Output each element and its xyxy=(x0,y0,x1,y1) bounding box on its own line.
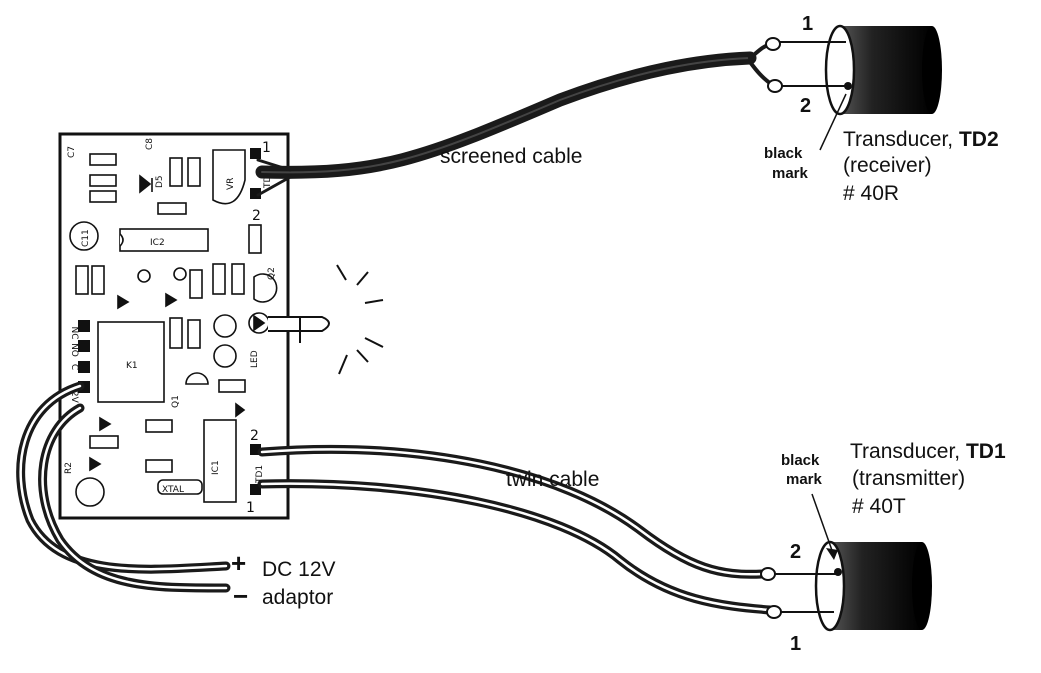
pcb-label: LED xyxy=(250,350,260,368)
pcb-silkscreen: C7 C8 D5 VR IC2 K1 IC1 C11 Q1 LED Q2 R2 … xyxy=(64,138,277,495)
pcb-label: R2 xyxy=(64,462,74,474)
pcb-top-components xyxy=(69,149,278,507)
terminal-label-no: NO xyxy=(69,343,79,357)
pcb-label: VR xyxy=(226,178,236,190)
td1-part: # 40T xyxy=(852,495,906,518)
pcb-label: IC2 xyxy=(150,238,165,248)
td2-title-prefix: Transducer, xyxy=(843,128,959,151)
pcb-label: K1 xyxy=(126,361,138,371)
dc-adaptor-label: adaptor xyxy=(262,586,333,609)
terminal-label-nc: NC xyxy=(69,326,79,339)
pcb-label: XTAL xyxy=(162,485,184,495)
td1-pad-label: TD1 xyxy=(255,465,265,484)
td2-pin1-label: 1 xyxy=(262,140,271,156)
transducer-td1 xyxy=(760,493,932,632)
led-indicator xyxy=(268,264,384,375)
td1-role: (transmitter) xyxy=(852,467,965,490)
td2-role: (receiver) xyxy=(843,154,932,177)
td2-mark-label-line1: black xyxy=(764,145,803,162)
pcb-label: C7 xyxy=(67,146,77,158)
td2-mark-label-line2: mark xyxy=(772,165,809,182)
pcb-label: Q2 xyxy=(267,267,277,280)
pcb-label: Q1 xyxy=(171,395,181,408)
power-cable xyxy=(16,381,231,593)
td2-part: # 40R xyxy=(843,182,899,205)
td2-title: Transducer, TD2 xyxy=(843,128,999,151)
dc-voltage-label: DC 12V xyxy=(262,558,336,581)
td1-mark-label-line2: mark xyxy=(786,471,823,488)
td2-pin2-number: 2 xyxy=(800,95,811,117)
pcb-label: C8 xyxy=(145,138,155,150)
terminal-label-c: C xyxy=(69,364,79,370)
td1-title: Transducer, TD1 xyxy=(850,440,1006,463)
pcb-label: IC1 xyxy=(211,460,221,475)
pcb-label: D5 xyxy=(155,175,165,188)
td1-title-prefix: Transducer, xyxy=(850,440,966,463)
td2-pin1-number: 1 xyxy=(802,13,813,35)
td1-pin1-number: 1 xyxy=(790,633,801,655)
pcb-label: C11 xyxy=(81,229,91,247)
screened-cable-label: screened cable xyxy=(440,145,582,168)
power-plus-sign: + xyxy=(231,548,246,578)
td1-title-id: TD1 xyxy=(966,440,1006,463)
twin-cable xyxy=(257,444,775,615)
screened-cable xyxy=(255,42,776,197)
td2-pad-label: TD2 xyxy=(263,170,273,189)
pcb-board: C7 C8 D5 VR IC2 K1 IC1 C11 Q1 LED Q2 R2 … xyxy=(58,132,290,520)
td1-pin1-label: 1 xyxy=(246,500,255,516)
transducer-td2 xyxy=(765,24,942,151)
td1-pads: TD1 2 1 xyxy=(246,428,265,516)
td2-title-id: TD2 xyxy=(959,128,999,151)
td1-pin2-number: 2 xyxy=(790,541,801,563)
td1-pin2-label: 2 xyxy=(250,428,259,444)
twin-cable-label: twin cable xyxy=(506,468,599,491)
terminal-label-12v: 12V xyxy=(69,385,79,403)
terminal-block: NC NO C 12V xyxy=(69,320,90,404)
td1-mark-label-line1: black xyxy=(781,452,820,469)
td2-pin2-label: 2 xyxy=(252,208,261,224)
td2-pads: TD2 1 2 xyxy=(250,140,273,224)
power-minus-sign: − xyxy=(233,581,248,611)
